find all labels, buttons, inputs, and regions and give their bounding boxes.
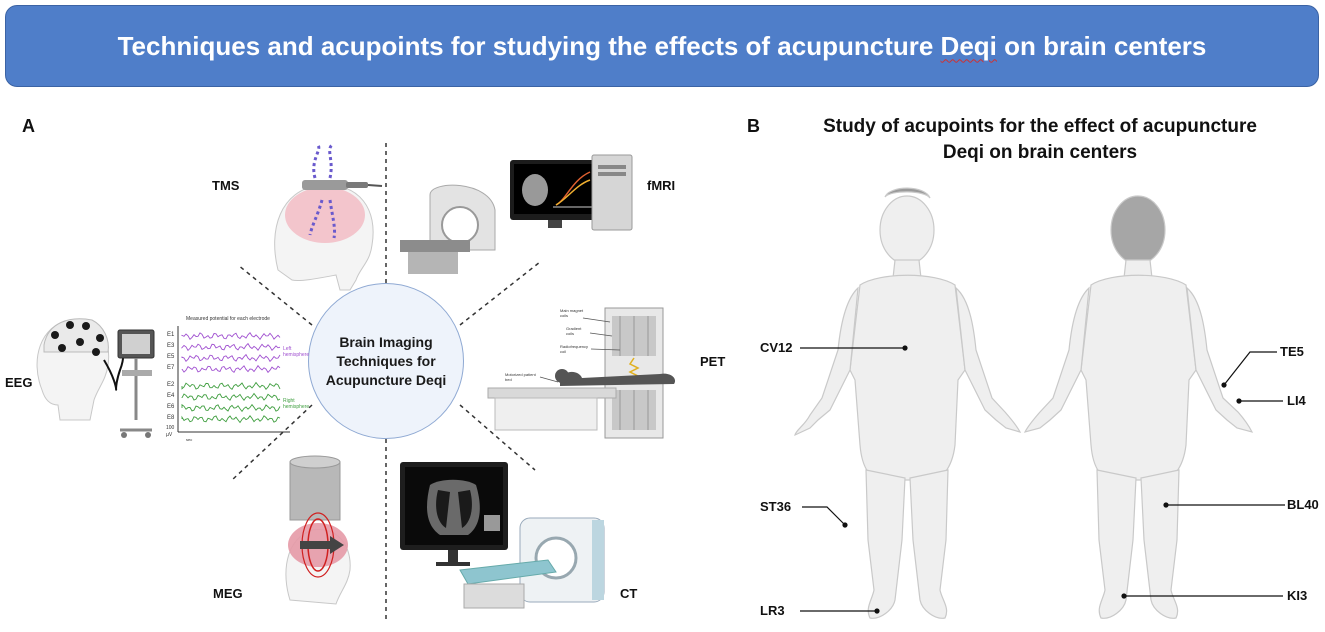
label-eeg: EEG <box>5 375 33 390</box>
eeg-channel-label: E5 <box>167 354 175 360</box>
acupoint-li4: LI4 <box>1287 393 1306 408</box>
eeg-time-unit: sec <box>186 437 193 442</box>
banner-title-part: on brain centers <box>996 30 1207 61</box>
eeg-plot <box>177 326 290 433</box>
front-body <box>794 187 1022 619</box>
eeg-channel-label: E6 <box>167 404 175 410</box>
eeg-trace <box>181 403 281 413</box>
eeg-trace <box>181 342 281 352</box>
panel-a-letter: A <box>22 116 35 136</box>
acupoint-ki3: KI3 <box>1287 588 1308 603</box>
eeg-trace <box>181 353 281 363</box>
eeg-trace <box>181 331 281 341</box>
pet-main-magnet-label: Main magnet coils <box>560 308 584 318</box>
eeg-channel-label: E3 <box>167 343 175 349</box>
eeg-channel-label: E2 <box>167 382 175 388</box>
label-tms: TMS <box>212 178 240 193</box>
eeg-left-hemisphere-label: Left hemisphere <box>283 346 310 358</box>
panel-b-letter: B <box>747 116 760 136</box>
ct-illustration <box>400 462 605 609</box>
panel-b-title-line: Study of acupoints for the effect of acu… <box>823 116 1257 137</box>
pet-radiofrequency-label: Radiofrequency coil <box>560 344 589 354</box>
acupoint-lr3: LR3 <box>760 603 785 618</box>
eeg-plot-title: Measured potential for each electrode <box>186 316 270 322</box>
acupoint-bl40: BL40 <box>1287 497 1319 512</box>
tms-illustration <box>274 143 383 291</box>
eeg-scale-unit: µV <box>166 432 173 438</box>
eeg-channel-label: E4 <box>167 393 175 399</box>
hub-circle: Brain Imaging Techniques for Acupuncture… <box>308 283 464 439</box>
hub-line: Techniques for <box>336 352 436 369</box>
back-body <box>1023 195 1254 619</box>
banner-title: Techniques and acupoints for studying th… <box>118 31 1207 62</box>
acupoint-cv12: CV12 <box>760 340 793 355</box>
eeg-trace <box>181 364 281 374</box>
eeg-channel-label: E8 <box>167 415 175 421</box>
eeg-trace <box>181 392 281 401</box>
label-pet: PET <box>700 354 726 369</box>
eeg-channel-label: E7 <box>167 365 175 371</box>
fmri-illustration <box>400 154 633 274</box>
panel-b-title-line: Deqi on brain centers <box>942 142 1138 163</box>
acupoint-te5: TE5 <box>1280 344 1304 359</box>
panel-a-illustrations <box>36 140 676 620</box>
eeg-right-hemisphere-label: Right hemisphere <box>283 398 310 410</box>
acupoint-st36: ST36 <box>760 499 792 514</box>
eeg-trace <box>181 381 281 391</box>
panel-b-title: Study of acupoints for the effect of acu… <box>760 114 1320 166</box>
eeg-illustration <box>36 318 155 438</box>
pet-gradient-label: Gradient coils <box>566 326 582 336</box>
hub-line: Brain Imaging <box>339 333 433 350</box>
title-banner: Techniques and acupoints for studying th… <box>5 5 1319 87</box>
eeg-trace <box>181 415 281 424</box>
pet-patient-bed-label: Motorized patient bed <box>505 372 536 382</box>
label-meg: MEG <box>213 586 243 601</box>
label-fmri: fMRI <box>647 178 676 193</box>
banner-title-part: Techniques and acupoints for studying th… <box>117 30 941 61</box>
banner-title-deqi: Deqi <box>940 30 997 61</box>
eeg-scale-value: 100 <box>166 425 175 431</box>
hub-line: Acupuncture Deqi <box>325 371 447 388</box>
acupoint-pointers <box>800 345 1285 614</box>
pet-illustration <box>487 307 676 439</box>
label-ct: CT <box>620 586 638 601</box>
spoke-lines <box>231 140 541 620</box>
meg-illustration <box>285 455 351 605</box>
eeg-channel-label: E1 <box>167 332 175 338</box>
